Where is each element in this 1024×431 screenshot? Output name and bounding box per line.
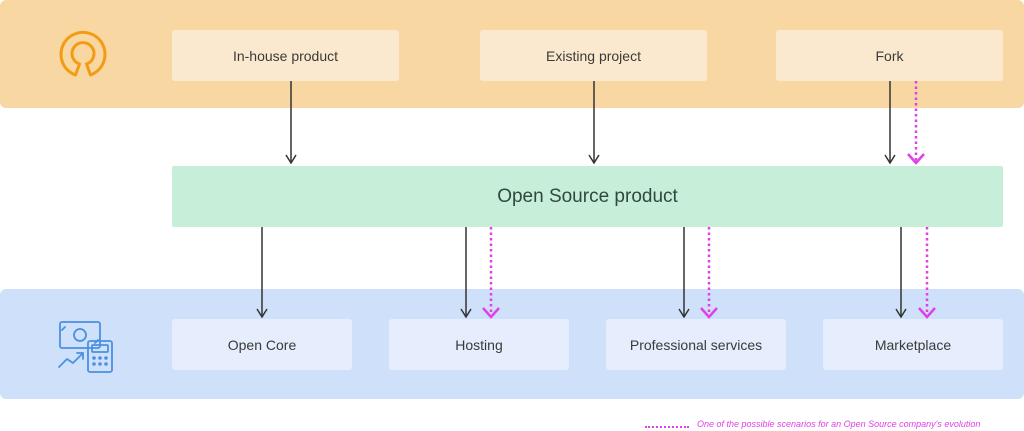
- model-marketplace-label: Marketplace: [874, 336, 952, 353]
- model-professional-services: Professional services: [606, 319, 786, 370]
- source-existing-label: Existing project: [546, 47, 641, 64]
- source-inhouse-label: In-house product: [232, 47, 339, 64]
- legend-text: One of the possible scenarios for an Ope…: [697, 419, 981, 429]
- open-source-product: Open Source product: [172, 166, 1003, 227]
- model-open-core: Open Core: [172, 319, 352, 370]
- money-calculator-icon: [57, 319, 115, 375]
- source-fork: Fork: [776, 30, 1003, 81]
- model-professional-services-label: Professional services: [629, 336, 763, 353]
- model-hosting-label: Hosting: [455, 336, 503, 353]
- source-inhouse-product: In-house product: [172, 30, 399, 81]
- legend-dotted-line: [645, 426, 689, 428]
- open-source-product-label: Open Source product: [497, 185, 678, 207]
- model-open-core-label: Open Core: [227, 336, 297, 353]
- open-source-icon: [55, 28, 111, 84]
- source-fork-label: Fork: [875, 47, 904, 64]
- model-marketplace: Marketplace: [823, 319, 1003, 370]
- source-existing-project: Existing project: [480, 30, 707, 81]
- model-hosting: Hosting: [389, 319, 569, 370]
